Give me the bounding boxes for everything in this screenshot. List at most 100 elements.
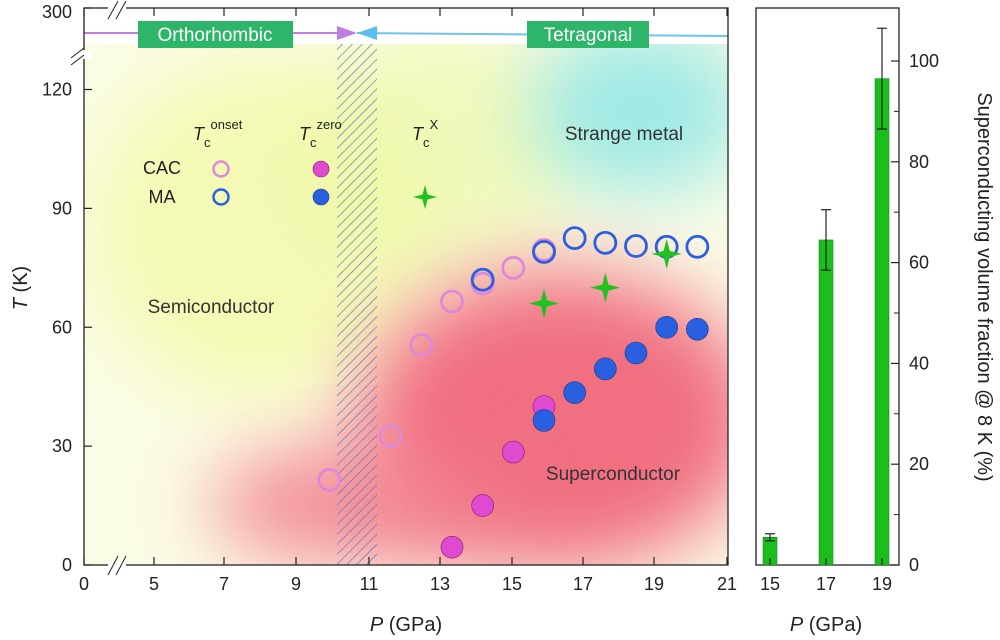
region-label-semiconductor: Semiconductor [148, 297, 275, 318]
point-cac-onset-11 [409, 333, 434, 357]
point-tcx-15 [529, 288, 559, 319]
x-axis-label-unit: (GPa) [383, 614, 442, 636]
y-tick-label-90: 90 [52, 198, 72, 218]
phase-label-tetragonal: Tetragonal [544, 25, 633, 46]
y-tick-label-30: 30 [52, 436, 72, 456]
x-tick-label-13: 13 [430, 574, 450, 594]
phase-box-orthorhombic [138, 21, 293, 48]
bar-y-axis-label: Superconducting volume fraction @ 8 K (%… [973, 92, 995, 481]
point-tcx-17 [590, 272, 621, 303]
bar-x-axis-label-unit: (GPa) [803, 614, 862, 636]
legend-header-x-sup: X [430, 117, 439, 132]
legend-marker-ma-zero [312, 188, 330, 206]
x-break-slash-top-1 [107, 0, 119, 20]
legend-header-zero-sub: c [310, 135, 317, 150]
y-tick-label-break: 300 [42, 2, 72, 22]
legend-header-zero-var: T [299, 124, 312, 144]
point-ma-onset-13 [470, 267, 495, 292]
bar-x-tick-label-19: 19 [872, 574, 892, 594]
bar-19 [874, 78, 890, 566]
point-ma-zero-18 [624, 341, 648, 365]
point-ma-zero-15 [532, 409, 556, 432]
y-axis-label: T (K) [10, 266, 32, 310]
legend-marker-cac-onset [212, 160, 230, 178]
point-cac-onset-14 [501, 255, 526, 280]
x-axis-label-var: P [370, 614, 384, 636]
x-break-slash-top-2 [115, 0, 127, 20]
legend-marker-tcx [413, 185, 437, 209]
legend-header-zero-sup: zero [317, 117, 342, 132]
x-tick-label-7: 7 [219, 574, 229, 594]
bar-y-tick-label-0: 0 [909, 555, 919, 575]
point-cac-onset-10 [378, 424, 403, 449]
legend-header-x: TcX [412, 117, 439, 150]
phase-label-orthorhombic: Orthorhombic [157, 25, 272, 46]
plot-frame [83, 7, 729, 566]
x-tick-label-17: 17 [573, 574, 593, 594]
tetragonal-arrowhead [357, 26, 377, 40]
y-tick-label-60: 60 [52, 317, 72, 337]
x-tick-label-21: 21 [717, 574, 737, 594]
legend-row-ma: MA [149, 187, 176, 207]
legend-header-x-var: T [412, 124, 425, 144]
legend-header-onset: Tconset [193, 117, 243, 150]
orthorhombic-arrowhead [337, 26, 357, 40]
y-axis-label-unit: (K) [10, 266, 32, 298]
point-ma-onset-15 [532, 240, 556, 264]
point-cac-zero-12 [440, 535, 464, 559]
bar-y-tick-label-60: 60 [909, 253, 929, 273]
region-label-strange-metal: Strange metal [565, 124, 683, 145]
point-ma-onset-18 [624, 234, 648, 258]
bar-y-tick-label-80: 80 [909, 152, 929, 172]
bar-x-axis-label-var: P [790, 614, 804, 636]
point-ma-zero-16 [563, 381, 586, 404]
bar-y-tick-label-100: 100 [909, 51, 939, 71]
point-ma-zero-17 [594, 357, 617, 381]
phase-box-tetragonal [527, 21, 649, 48]
legend-header-x-sub: c [423, 135, 430, 150]
y-axis-label-var: T [10, 296, 32, 310]
x-axis-label: P (GPa) [370, 614, 442, 636]
point-ma-onset-20 [685, 234, 710, 259]
point-ma-onset-17 [593, 230, 618, 255]
legend-header-onset-sup: onset [211, 117, 243, 132]
x-tick-label-19: 19 [644, 574, 664, 594]
legend-header-onset-sub: c [204, 135, 211, 150]
transition-hatch [337, 44, 377, 565]
x-tick-label-11: 11 [360, 574, 379, 594]
x-tick-label-5: 5 [149, 574, 159, 594]
bar-x-tick-label-17: 17 [816, 574, 836, 594]
region-label-superconductor: Superconductor [546, 464, 681, 485]
point-ma-zero-20 [686, 317, 709, 341]
point-cac-zero-14 [502, 440, 525, 464]
legend-marker-cac-zero [312, 160, 330, 178]
legend-marker-ma-onset [212, 188, 230, 206]
y-break-gap [76, 50, 92, 59]
y-tick-label-0: 0 [62, 555, 72, 575]
bar-y-tick-label-20: 20 [909, 454, 929, 474]
bar-y-tick-label-40: 40 [909, 353, 929, 373]
x-break-gap-top [108, 6, 126, 12]
point-tcx-19 [651, 238, 682, 269]
x-tick-label-0: 0 [79, 574, 89, 594]
x-break-slash-bottom-1 [107, 555, 119, 576]
phase-diagram-chart: Orthorhombic Tetragonal 0 5 7 9 11 13 15 17 19 21 0 3… [10, 0, 737, 636]
bar-x-tick-label-15: 15 [760, 574, 780, 594]
legend-row-cac: CAC [143, 158, 181, 178]
y-break-slash-2 [70, 54, 85, 66]
legend-header-zero: Tczero [299, 117, 342, 150]
point-cac-zero-13 [471, 494, 494, 517]
x-break-gap-bottom [108, 561, 126, 569]
x-tick-label-15: 15 [502, 574, 522, 594]
x-tick-label-9: 9 [291, 574, 301, 594]
bar-17 [818, 239, 834, 566]
x-break-slash-bottom-2 [115, 555, 127, 576]
point-cac-onset-8 [317, 467, 342, 492]
bar-x-axis-label: P (GPa) [790, 614, 862, 636]
point-ma-zero-19 [655, 315, 678, 339]
y-tick-label-120: 120 [42, 80, 72, 100]
point-ma-onset-16 [562, 226, 587, 250]
legend-header-onset-var: T [193, 124, 206, 144]
